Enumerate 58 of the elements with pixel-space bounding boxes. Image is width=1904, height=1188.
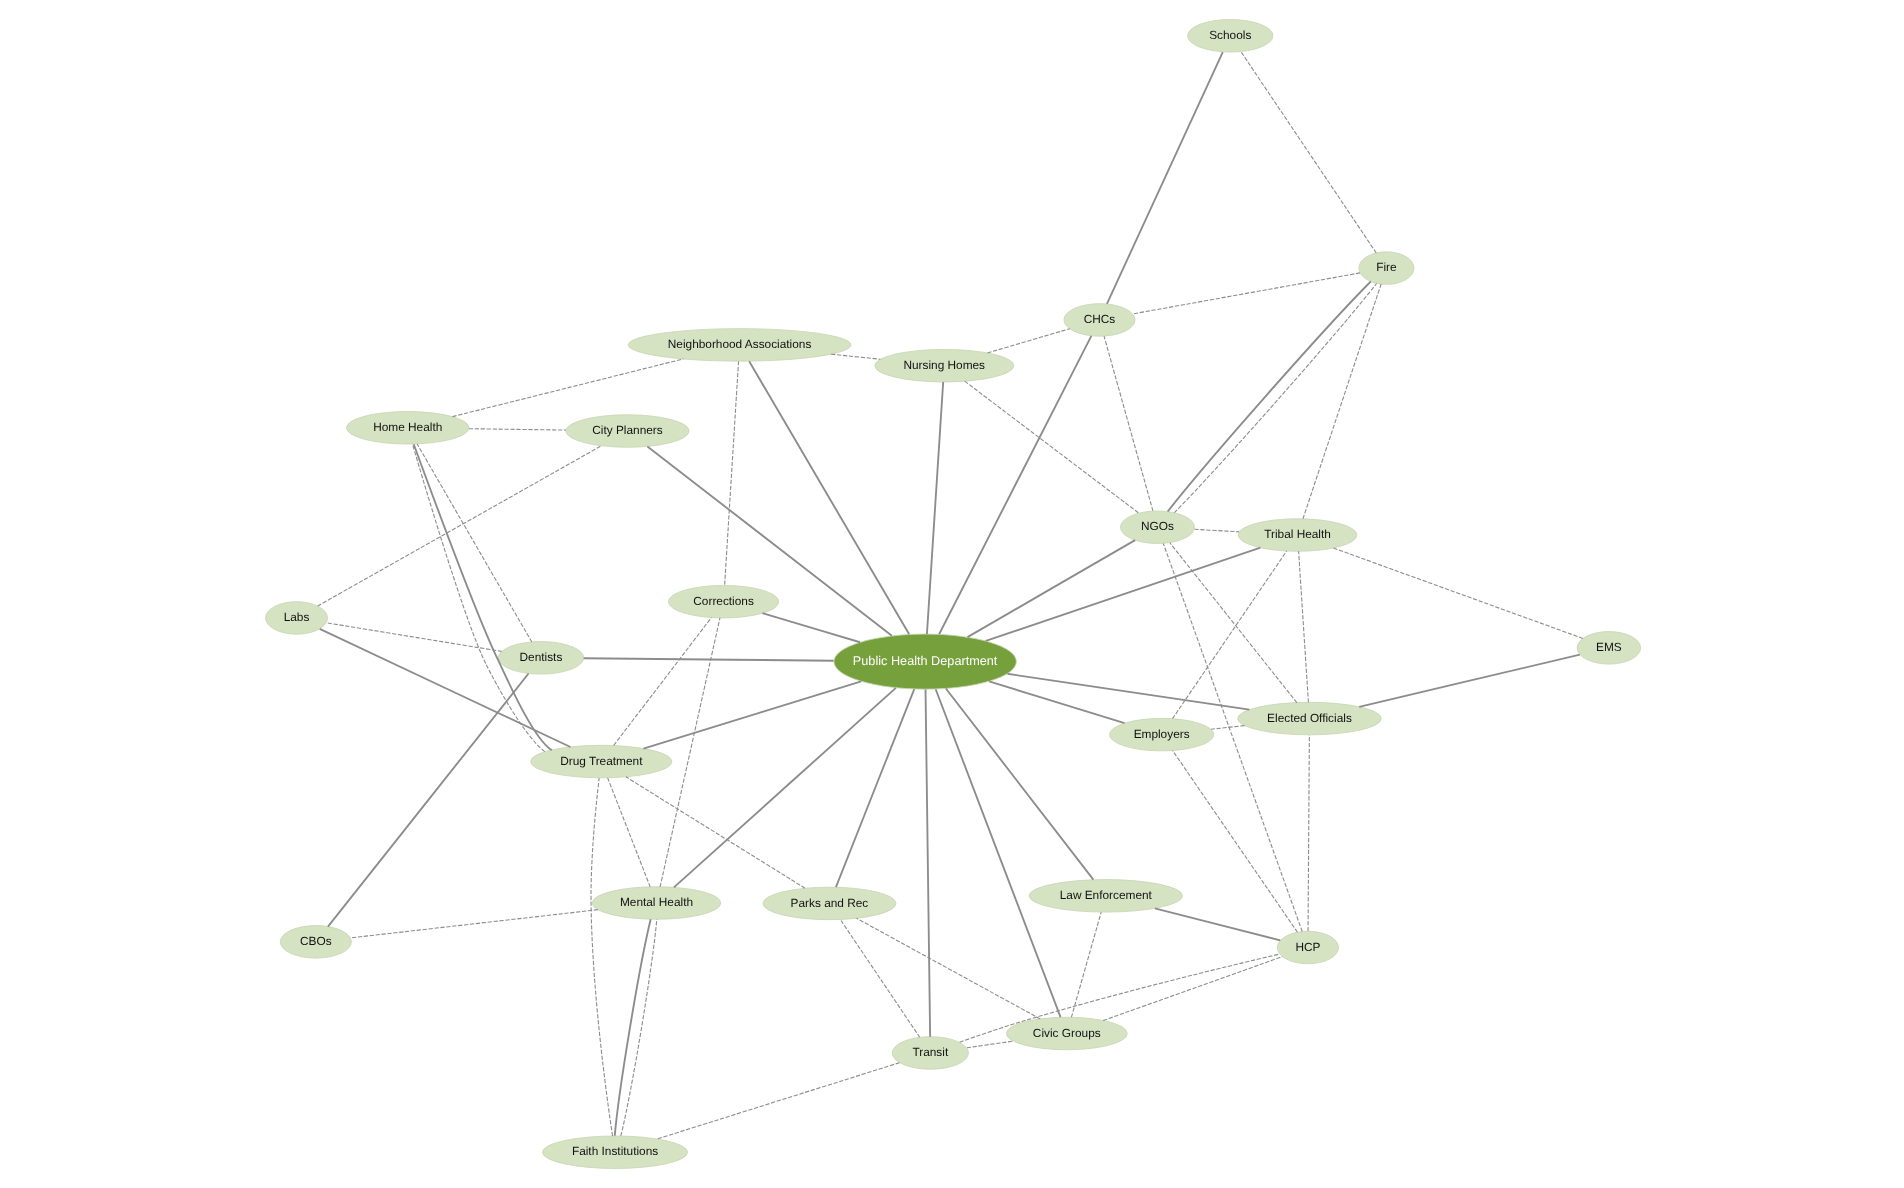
connector (1102, 335, 1153, 512)
connector (1005, 672, 1250, 711)
connector (1161, 542, 1302, 933)
connector (965, 539, 1136, 639)
connector (612, 918, 651, 1137)
connector (933, 688, 1061, 1018)
connector (1101, 956, 1282, 1022)
connector (923, 688, 931, 1038)
connector (983, 546, 1261, 642)
connector (655, 1062, 900, 1140)
connector (937, 334, 1092, 636)
connector (317, 627, 571, 748)
connector (943, 687, 1094, 881)
connector (1209, 725, 1245, 730)
connector (1357, 653, 1580, 708)
connector (965, 1040, 1013, 1049)
connector (612, 617, 711, 746)
connector (1297, 550, 1308, 703)
connector (581, 657, 834, 662)
connector (1171, 550, 1287, 720)
connector (1105, 51, 1223, 305)
connector (624, 776, 805, 889)
connector (1069, 911, 1101, 1018)
connector (747, 360, 910, 636)
connector (838, 919, 920, 1038)
connector (855, 917, 1040, 1020)
connector (1130, 272, 1360, 315)
connector (316, 445, 601, 607)
connector (985, 328, 1070, 354)
connector (619, 918, 657, 1137)
connector (958, 953, 1280, 1043)
connector (829, 353, 880, 360)
connector (760, 612, 860, 644)
connector (963, 380, 1139, 514)
connector (324, 622, 502, 652)
connector (326, 672, 529, 928)
connector (1239, 51, 1376, 254)
connector (467, 428, 566, 431)
connector (641, 680, 862, 750)
connector (834, 688, 915, 888)
connector (925, 381, 944, 635)
connector (450, 358, 683, 418)
connector (1171, 750, 1297, 933)
connector (415, 443, 532, 643)
connector (723, 360, 739, 586)
connector (1193, 528, 1239, 533)
connector (606, 777, 650, 888)
connector (589, 777, 613, 1137)
connector (1301, 283, 1381, 520)
connector (1306, 734, 1309, 932)
connector (348, 909, 598, 939)
connector (672, 687, 896, 889)
connector (658, 617, 720, 888)
connector (645, 445, 892, 637)
connector (1168, 542, 1297, 704)
connector (1331, 547, 1583, 639)
connector (1152, 907, 1281, 942)
connector (987, 680, 1125, 725)
